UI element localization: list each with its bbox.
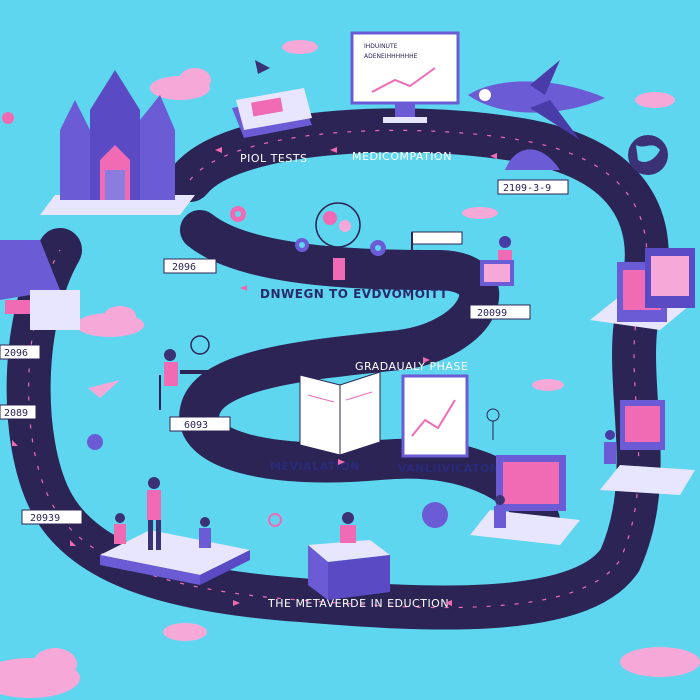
globe-icon [628, 135, 668, 175]
person-icon [114, 513, 126, 544]
date-tag: 2096 [0, 344, 41, 360]
monitor-icon [590, 248, 695, 330]
rocket-icon [255, 60, 270, 74]
svg-text:2096: 2096 [172, 262, 196, 273]
monitor-icon [600, 400, 695, 495]
cloud-icon [532, 379, 564, 391]
svg-text:2089: 2089 [4, 408, 28, 419]
date-tag: 6093 [169, 416, 231, 432]
monitor-icon: IHDUINUTE ADENEIHHHHHHE [350, 31, 460, 123]
milestone-pilot-tests: PIOL TESTS [240, 152, 308, 165]
book-icon [232, 88, 312, 138]
cloud-icon [635, 92, 675, 108]
rocket-icon [88, 380, 120, 398]
timeline-road [6, 108, 669, 630]
cloud-icon [150, 68, 211, 100]
milestone-mevialation: MEVIALATION [270, 460, 360, 473]
laptop-icon [480, 260, 514, 286]
hill-icon [505, 149, 560, 170]
lightbulb-icon [486, 408, 500, 440]
gear-icon [268, 513, 282, 527]
gear-icon [370, 240, 386, 256]
person-icon [147, 477, 161, 550]
milestone-validation: VANLIIVICATON [398, 462, 500, 475]
svg-text:6093: 6093 [184, 420, 208, 431]
person-icon [159, 349, 178, 410]
route-arrows [12, 147, 497, 606]
person-icon [494, 495, 506, 528]
milestone-metaverse: THE METAVERDE IN EDUCTION [267, 597, 449, 610]
lightbulb-icon [180, 335, 220, 374]
date-tag: 2089 [0, 404, 37, 420]
globe-icon [2, 112, 14, 124]
cloud-icon [76, 306, 144, 337]
monitor-icon [470, 455, 580, 545]
cloud-icon [462, 207, 498, 219]
date-tag: 2096 [163, 258, 217, 274]
date-tag: 20099 [469, 304, 531, 320]
milestone-development: DNWEGN TO EVDVOMOITT [260, 287, 448, 301]
svg-text:2109-3-9: 2109-3-9 [503, 183, 551, 194]
svg-text:20099: 20099 [477, 308, 507, 319]
svg-text:2096: 2096 [4, 348, 28, 359]
date-tag: 20939 [21, 509, 83, 525]
signpost-icon [411, 231, 463, 300]
lightbulb-icon [315, 202, 361, 280]
cathedral-icon [40, 70, 195, 215]
cloud-icon [0, 648, 80, 698]
cloud-icon [282, 40, 318, 54]
chart-tablet-icon [401, 374, 469, 458]
person-icon [604, 430, 616, 464]
stacked-screens [0, 240, 80, 330]
milestone-medicompation: MEDICOMPATION [352, 150, 452, 163]
globe-icon [87, 434, 103, 450]
cloud-icon [163, 623, 207, 641]
globe-icon [422, 502, 448, 528]
rocket-icon [468, 60, 605, 140]
meeting-platform [100, 530, 250, 585]
person-icon [340, 512, 356, 543]
teacher-desk [308, 540, 390, 600]
cloud-icon [620, 647, 700, 677]
gear-icon [295, 238, 309, 252]
book-icon [299, 371, 381, 456]
milestone-gradual-phase: GRADAUALY PHASE [355, 360, 468, 373]
gear-icon [230, 206, 246, 222]
svg-text:20939: 20939 [30, 513, 60, 524]
date-tag: 2109-3-9 [497, 179, 569, 195]
svg-text:IHDUINUTE: IHDUINUTE [364, 43, 398, 50]
svg-text:ADENEIHHHHHHE: ADENEIHHHHHHE [364, 53, 418, 60]
person-icon [199, 517, 211, 548]
